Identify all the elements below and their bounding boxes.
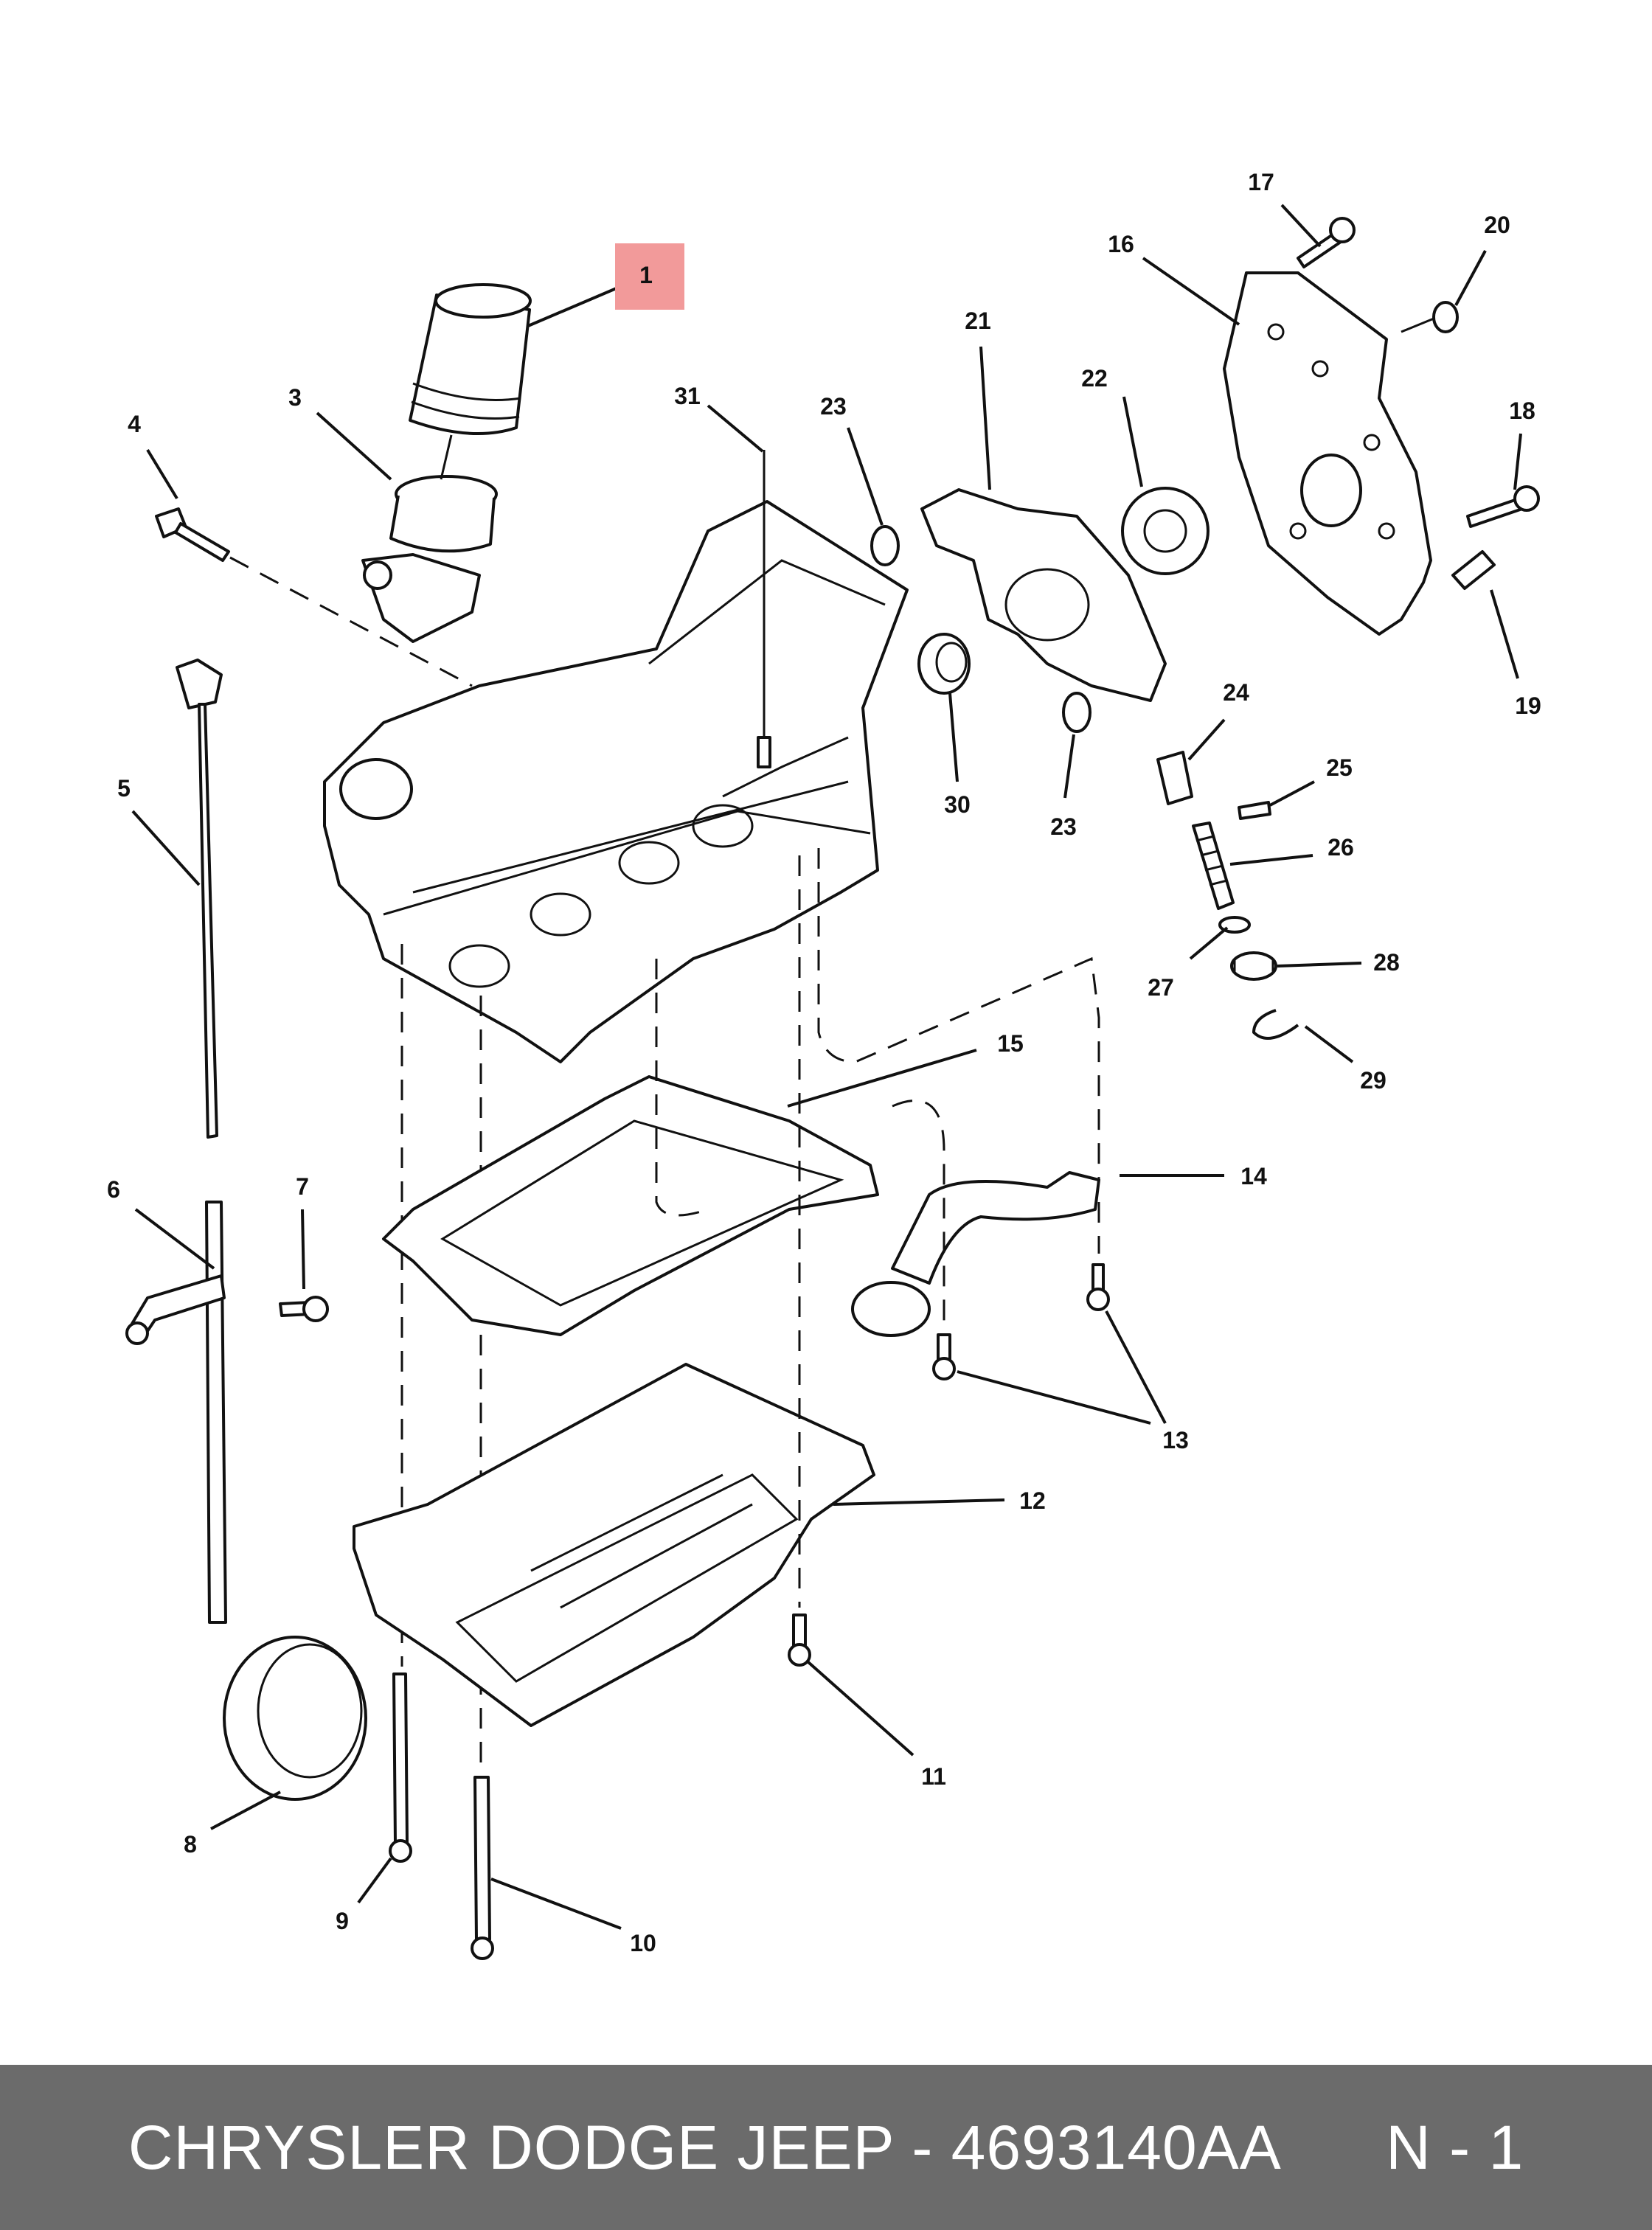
footer-bar: CHRYSLER DODGE JEEP - 4693140AA N - 1 [0,2065,1652,2230]
callout-1-highlight [615,243,684,310]
callout-21: 21 [965,308,991,334]
callout-23a: 23 [820,393,847,420]
part-bolt-4 [155,507,473,687]
callout-19: 19 [1515,692,1541,719]
part-bolt-18 [1466,485,1540,528]
part-o-ring-23a [870,525,900,566]
callout-11: 11 [921,1763,946,1790]
part-bolt-11 [788,855,811,1667]
part-pump-rotor [1121,487,1210,575]
callout-30: 30 [944,791,971,818]
callout-25: 25 [1326,754,1353,781]
part-filter-housing [389,434,498,553]
part-bolt-13 [932,1263,1110,1380]
callout-1: 1 [639,262,653,288]
callout-15: 15 [997,1030,1024,1057]
callout-23b: 23 [1050,813,1077,840]
part-oil-pump [920,488,1167,702]
leader-lines [131,204,1522,1930]
part-pin-25 [1238,801,1271,820]
callout-26: 26 [1328,834,1354,861]
part-front-cover [1223,271,1432,636]
callout-17: 17 [1248,169,1274,195]
part-dipstick [176,659,223,1139]
callout-13: 13 [1162,1427,1189,1453]
callout-16: 16 [1108,231,1134,257]
part-oil-filter [409,283,532,435]
part-plug-20 [1401,301,1459,333]
footer-part-number: CHRYSLER DODGE JEEP - 4693140AA N - 1 [128,2112,1524,2182]
part-seal-30 [917,633,971,695]
callout-27: 27 [1148,974,1174,1001]
callout-10: 10 [630,1930,656,1956]
part-plug-28 [1230,951,1277,981]
callout-3: 3 [288,384,302,411]
connection-lines [655,848,1100,1327]
callout-14: 14 [1240,1163,1267,1189]
callout-18: 18 [1509,397,1535,424]
part-bolt-9 [389,944,412,1863]
part-clip-29 [1252,1009,1299,1040]
callout-9: 9 [336,1908,349,1934]
callout-24: 24 [1223,679,1249,706]
callout-4: 4 [128,411,141,437]
callout-20: 20 [1484,212,1510,238]
callout-7: 7 [296,1173,309,1200]
callout-29: 29 [1360,1067,1386,1094]
part-stud-31 [757,450,771,768]
part-pickup-tube [851,1171,1100,1337]
part-dipstick-tube [125,1201,227,1624]
part-bolt-7 [279,1296,329,1322]
part-bolt-17 [1297,217,1356,268]
callout-6: 6 [107,1176,120,1203]
callout-28: 28 [1373,949,1400,976]
callout-8: 8 [184,1831,197,1858]
part-sensor-adapter [361,553,481,643]
part-rear-seal [223,1636,367,1801]
part-oil-pan [353,1363,875,1727]
part-spring-26 [1192,822,1235,910]
callout-31: 31 [674,383,701,409]
part-o-ring-23b [1062,692,1092,733]
callout-5: 5 [117,775,131,802]
callouts: 1 3 4 5 6 7 8 9 10 11 12 13 14 15 16 17 … [107,169,1541,1956]
exploded-parts-diagram: 1 3 4 5 6 7 8 9 10 11 12 13 14 15 16 17 … [107,169,1541,1960]
part-valve-24 [1156,751,1193,805]
callout-22: 22 [1081,365,1108,392]
callout-12: 12 [1019,1487,1046,1514]
part-engine-block [323,500,909,1063]
part-dowel-19 [1451,550,1496,590]
part-pan-gasket [382,1075,879,1336]
